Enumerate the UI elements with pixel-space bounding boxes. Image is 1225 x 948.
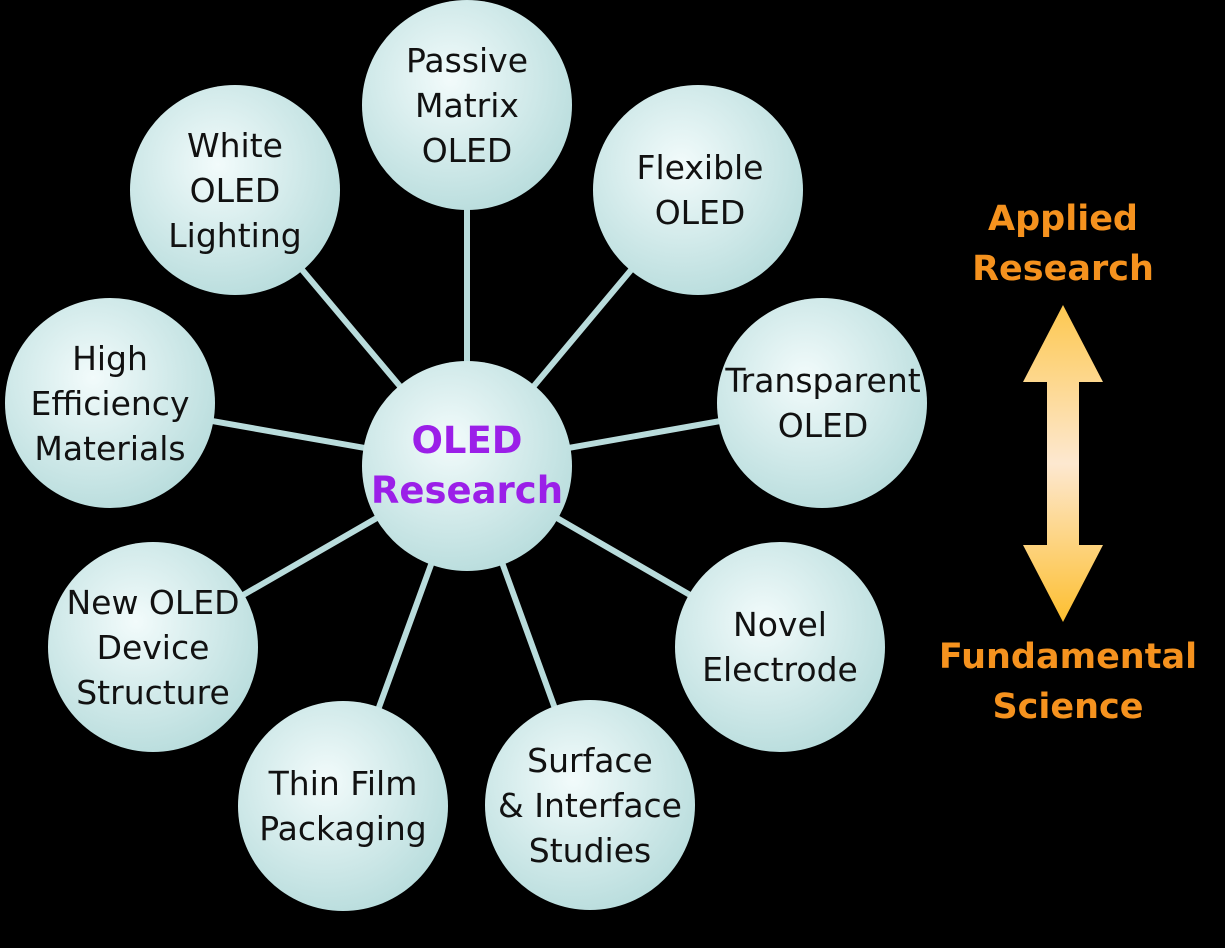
node-label-thin-film-packaging: Thin Film Packaging	[259, 764, 427, 848]
center-label: OLED Research	[370, 419, 564, 512]
bubble-thin-film-packaging	[238, 701, 448, 911]
node-label-white-oled-lighting: White OLED Lighting	[168, 125, 302, 255]
bubble-center	[362, 361, 572, 571]
bubble-surface-interface-studies	[485, 700, 695, 910]
bubbles	[5, 0, 927, 911]
node-label-transparent-oled: Transparent OLED	[725, 361, 921, 445]
node-label-new-oled-device-structure: New OLED Device Structure	[66, 582, 240, 712]
applied-research-label: Applied Research	[972, 199, 1154, 289]
bubble-flexible-oled	[593, 85, 803, 295]
bubble-white-oled-lighting	[130, 85, 340, 295]
double-arrow-icon	[1023, 305, 1103, 622]
bubble-transparent-oled	[717, 298, 927, 508]
node-label-passive-matrix-oled: Passive Matrix OLED	[405, 40, 529, 170]
bubble-passive-matrix-oled	[362, 0, 572, 210]
node-label-flexible-oled: Flexible OLED	[636, 148, 764, 232]
fundamental-science-label: Fundamental Science	[938, 637, 1198, 727]
node-label-novel-electrode: Novel Electrode	[702, 605, 858, 689]
bubble-novel-electrode	[675, 542, 885, 752]
bubble-new-oled-device-structure	[48, 542, 258, 752]
node-label-surface-interface-studies: Surface & Interface Studies	[498, 740, 682, 870]
bubble-high-efficiency-materials	[5, 298, 215, 508]
node-label-high-efficiency-materials: High Efficiency Materials	[30, 338, 190, 468]
